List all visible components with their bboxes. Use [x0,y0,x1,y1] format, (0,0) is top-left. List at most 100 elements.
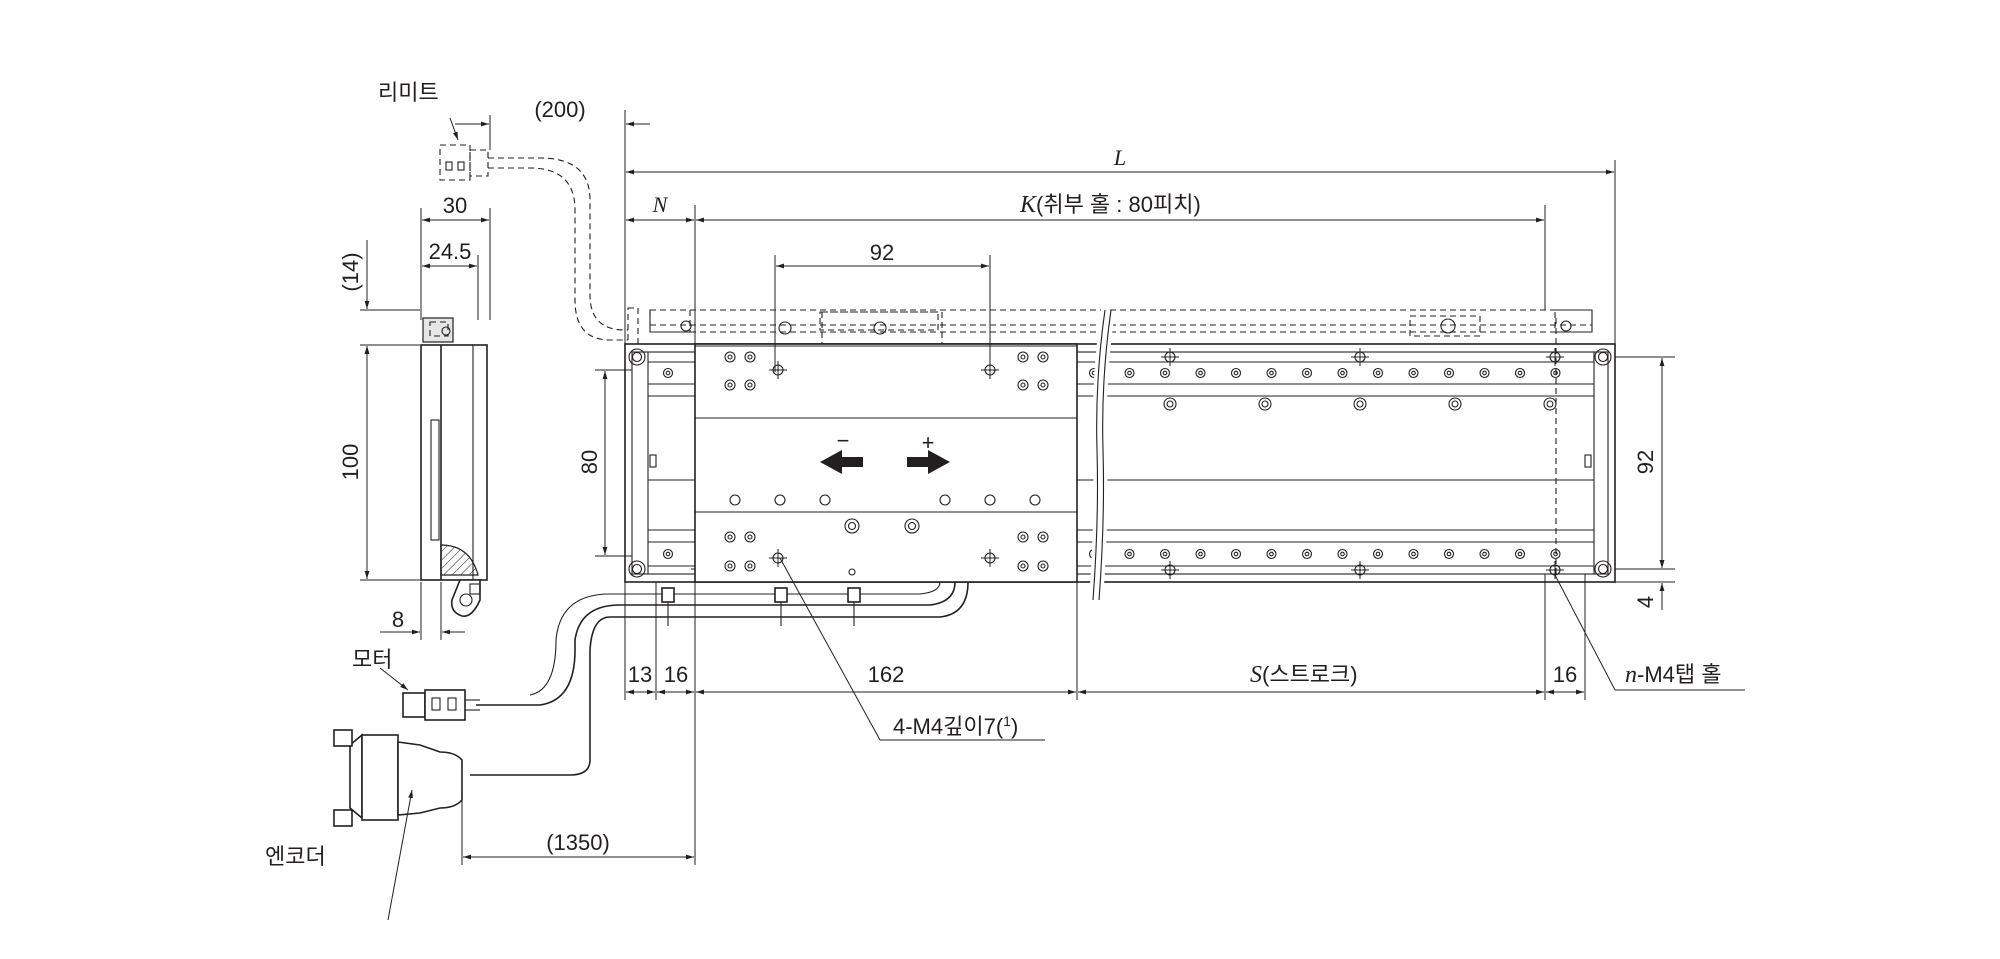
limit-cable [439,117,639,345]
bolt-hole [1029,494,1041,506]
hole-centerline [1351,348,1369,366]
bolt-hole [774,494,786,506]
bolt-hole [1543,397,1557,411]
bolt-hole [1375,370,1381,376]
bolt-hole [847,521,857,531]
bolt-hole [1163,397,1177,411]
bolt-hole [1482,551,1487,557]
dim-side-24-5: 24.5 [429,239,472,264]
bolt-hole [729,494,741,506]
bolt-hole [724,351,736,363]
bolt-hole [1127,551,1132,557]
bolt-hole [1037,560,1049,572]
bolt-hole [1020,534,1026,540]
bolt-hole [747,563,753,569]
dim-K-label: K(취부 홀 : 80피치) [1019,192,1201,218]
corner-holes [628,348,1612,578]
rail-bolts-bottom [662,548,1561,560]
vertical-dimensions [595,356,1675,610]
labels: 리미트 (200) L N K(취부 홀 : 80피치) 92 30 24.5 … [265,80,1721,869]
bolt-hole [1372,367,1384,379]
bolt-hole [1037,351,1049,363]
hole-centerline [1546,348,1564,366]
table-tap-close: ) [1011,714,1018,739]
bolt-hole [1337,548,1348,560]
bolt-hole [727,382,733,388]
bolt-hole [727,354,733,360]
tap-hole-callout: n-M4탭 홀 [1625,662,1721,688]
dim-bottom-16-left: 16 [664,662,688,687]
bolt-hole [907,521,917,531]
bolt-hole [1124,548,1135,560]
bolt-hole [984,494,996,506]
bolt-hole [662,548,674,560]
dim-bottom-16-right: 16 [1553,662,1577,687]
bolt-hole [1448,397,1462,411]
dim-table-92: 92 [870,240,894,265]
table-tap-note: 1 [1003,713,1011,729]
dim-L: L [1113,145,1126,170]
bolt-hole [939,494,951,506]
bolt-hole [1408,367,1419,379]
tap-hole-text: -M4탭 홀 [1637,662,1721,687]
bolt-hole [1017,379,1029,391]
bolt-hole [1040,534,1046,540]
side-body [420,344,488,581]
dim-stroke-var: S [1250,662,1262,688]
dim-side-14: (14) [338,252,363,291]
table-tap-callout: 4-M4깊이7(1) [893,713,1018,739]
bolt-hole [747,382,753,388]
bolt-hole [1233,370,1239,376]
encoder-connector-shell [361,734,399,821]
dim-side-100: 100 [338,444,363,481]
bolt-hole [1304,551,1310,557]
cable-length-top: (200) [534,97,585,122]
hole-centerline [1546,561,1564,579]
bolt-hole [1040,354,1046,360]
hole-centerline [981,549,999,567]
bolt-hole [724,531,736,543]
bolt-hole [1037,531,1049,543]
bolt-hole [1266,548,1277,560]
bolt-hole [724,379,736,391]
hole-centerline [1161,561,1179,579]
bolt-hole [1353,397,1367,411]
tap-hole-var: n [1625,662,1637,688]
bolt-hole [1337,367,1348,379]
bolt-hole [1017,351,1029,363]
bolt-hole [1372,548,1384,560]
bolt-hole [1166,400,1174,408]
plus-label: + [922,430,935,455]
bolt-hole [1411,370,1416,376]
bolt-hole [1261,400,1269,408]
bolt-hole [1127,370,1132,376]
bolt-hole [1198,370,1203,376]
bolt-hole [747,354,753,360]
bolt-hole [1479,548,1490,560]
bolt-hole [744,351,756,363]
bolt-hole [1356,400,1364,408]
dim-body-80: 80 [577,450,602,474]
dim-N: N [652,192,669,217]
bottom-cables [333,581,969,921]
bolt-hole [1017,531,1029,543]
bolt-hole [1266,367,1277,379]
bolt-hole [1020,563,1026,569]
bolt-hole [1546,400,1554,408]
bottom-dimensions [461,557,1745,865]
dim-side-8: 8 [392,607,404,632]
table-tap-text: 4-M4깊이7( [893,714,1004,739]
bolt-hole [1340,551,1345,557]
bolt-hole [727,563,733,569]
bolt-hole [1443,367,1455,379]
side-view [420,317,488,617]
hole-centerline [1351,561,1369,579]
bolt-hole [1443,548,1455,560]
plus-direction-arrow [907,450,950,474]
top-dimensions [455,110,1616,372]
bolt-hole [662,367,674,379]
bolt-hole [1040,563,1046,569]
dim-rail-4: 4 [1633,596,1658,608]
hole-centerline [769,361,787,379]
bolt-hole [1037,379,1049,391]
